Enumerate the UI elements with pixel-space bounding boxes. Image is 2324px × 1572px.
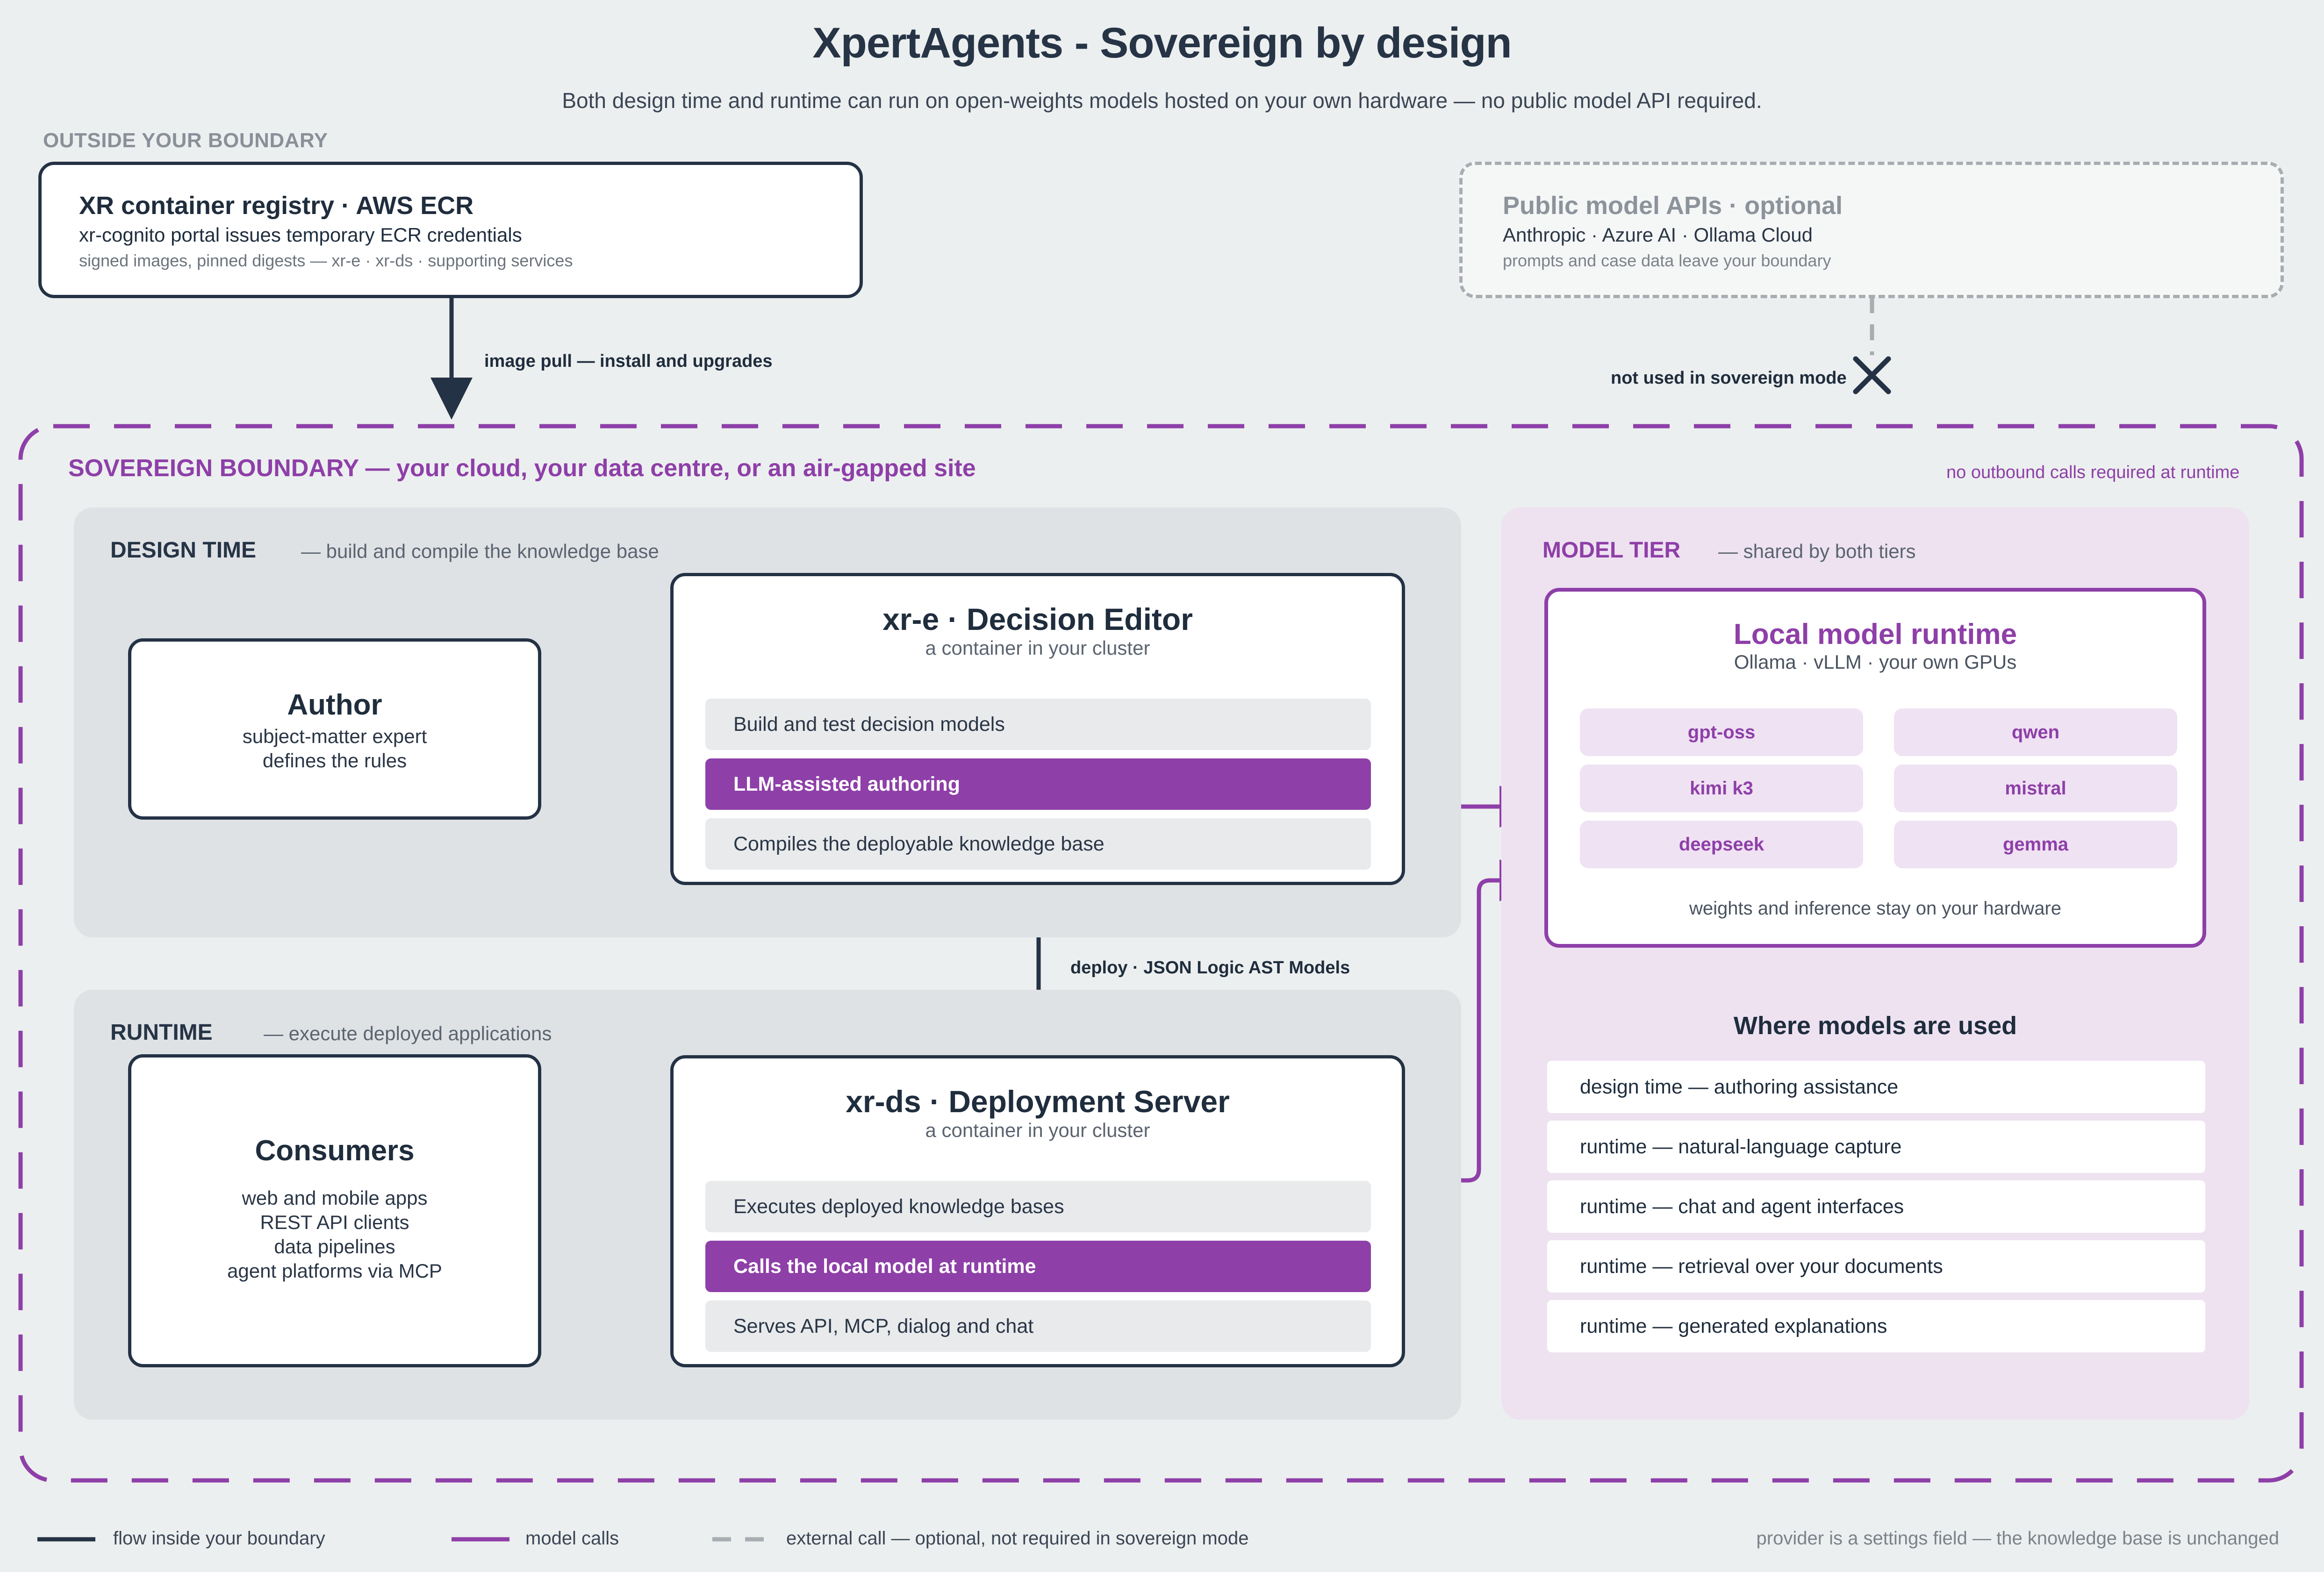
server-subtitle: a container in your cluster <box>925 1119 1150 1141</box>
usage-item-chat: runtime — chat and agent interfaces <box>1547 1180 2205 1233</box>
consumers-line-4: agent platforms via MCP <box>227 1260 442 1282</box>
sovereign-boundary-outline <box>18 424 2304 1483</box>
container-registry-box: XR container registry · AWS ECR xr-cogni… <box>38 162 863 298</box>
editor-title: xr-e · Decision Editor <box>882 602 1193 636</box>
server-to-model-arrow <box>1404 859 1542 1183</box>
registry-small: signed images, pinned digests — xr-e · x… <box>79 251 573 270</box>
sovereign-boundary-note: no outbound calls required at runtime <box>1946 463 2240 482</box>
legend-external-label: external call — optional, not required i… <box>786 1528 1249 1549</box>
author-title: Author <box>287 689 382 721</box>
runtime-caption: RUNTIME <box>110 1020 213 1045</box>
model-chip-gemma: gemma <box>1894 821 2177 868</box>
not-used-label: not used in sovereign mode <box>1611 368 1847 388</box>
author-line-1: subject-matter expert <box>242 725 427 747</box>
model-chip-kimi-k3: kimi k3 <box>1580 765 1863 812</box>
deploy-label: deploy · JSON Logic AST Models <box>1070 958 1350 978</box>
server-row-executes: Executes deployed knowledge bases <box>705 1181 1371 1232</box>
server-row-serves: Serves API, MCP, dialog and chat <box>705 1300 1371 1352</box>
editor-row-compiles: Compiles the deployable knowledge base <box>705 818 1371 870</box>
server-title: xr-ds · Deployment Server <box>846 1084 1230 1119</box>
legend-model-calls-label: model calls <box>525 1528 619 1549</box>
page-title: XpertAgents - Sovereign by design <box>812 19 1512 67</box>
public-apis-box: Public model APIs · optional Anthropic ·… <box>1459 162 2284 298</box>
deployment-server-node: xr-ds · Deployment Server a container in… <box>670 1055 1405 1367</box>
local-model-runtime-box: Local model runtime Ollama · vLLM · your… <box>1544 588 2206 948</box>
public-apis-title: Public model APIs · optional <box>1503 192 1843 220</box>
registry-line: xr-cognito portal issues temporary ECR c… <box>79 224 522 246</box>
runtime-subcaption: — execute deployed applications <box>264 1022 552 1044</box>
author-node: Author subject-matter expert defines the… <box>128 638 541 820</box>
model-tier-caption: MODEL TIER <box>1542 538 1681 563</box>
model-chip-qwen: qwen <box>1894 708 2177 756</box>
consumers-line-2: REST API clients <box>260 1211 409 1233</box>
usage-item-nl-capture: runtime — natural-language capture <box>1547 1121 2205 1173</box>
editor-row-build: Build and test decision models <box>705 699 1371 750</box>
consumers-line-1: web and mobile apps <box>242 1187 428 1209</box>
public-apis-line: Anthropic · Azure AI · Ollama Cloud <box>1503 224 1813 246</box>
server-row-calls-local-model: Calls the local model at runtime <box>705 1241 1371 1292</box>
legend-flow-label: flow inside your boundary <box>113 1528 325 1549</box>
public-apis-small: prompts and case data leave your boundar… <box>1503 251 1831 270</box>
legend-provider-note: provider is a settings field — the knowl… <box>1756 1528 2279 1549</box>
registry-title: XR container registry · AWS ECR <box>79 192 474 220</box>
image-pull-label: image pull — install and upgrades <box>484 351 773 371</box>
model-chip-mistral: mistral <box>1894 765 2177 812</box>
page-subtitle: Both design time and runtime can run on … <box>562 88 1762 113</box>
decision-editor-node: xr-e · Decision Editor a container in yo… <box>670 573 1405 885</box>
consumers-title: Consumers <box>255 1135 415 1167</box>
consumers-line-3: data pipelines <box>274 1236 395 1258</box>
usage-item-authoring: design time — authoring assistance <box>1547 1061 2205 1113</box>
usage-item-explanations: runtime — generated explanations <box>1547 1300 2205 1352</box>
local-model-runtime-note: weights and inference stay on your hardw… <box>1689 898 2061 919</box>
outside-boundary-caption: OUTSIDE YOUR BOUNDARY <box>43 129 328 152</box>
model-chip-deepseek: deepseek <box>1580 821 1863 868</box>
editor-row-llm-authoring: LLM-assisted authoring <box>705 758 1371 810</box>
usage-heading: Where models are used <box>1733 1012 2017 1040</box>
usage-item-retrieval: runtime — retrieval over your documents <box>1547 1240 2205 1293</box>
local-model-runtime-subtitle: Ollama · vLLM · your own GPUs <box>1734 651 2017 673</box>
sovereign-boundary-title: SOVEREIGN BOUNDARY — your cloud, your da… <box>68 455 976 482</box>
model-tier-subcaption: — shared by both tiers <box>1718 540 1916 562</box>
model-chip-gpt-oss: gpt-oss <box>1580 708 1863 756</box>
consumers-node: Consumers web and mobile apps REST API c… <box>128 1054 541 1367</box>
editor-subtitle: a container in your cluster <box>925 637 1150 659</box>
design-time-subcaption: — build and compile the knowledge base <box>301 540 659 562</box>
blocked-x-icon <box>1853 356 1891 394</box>
design-time-caption: DESIGN TIME <box>110 538 257 563</box>
author-line-2: defines the rules <box>262 750 407 772</box>
local-model-runtime-title: Local model runtime <box>1733 618 2017 650</box>
